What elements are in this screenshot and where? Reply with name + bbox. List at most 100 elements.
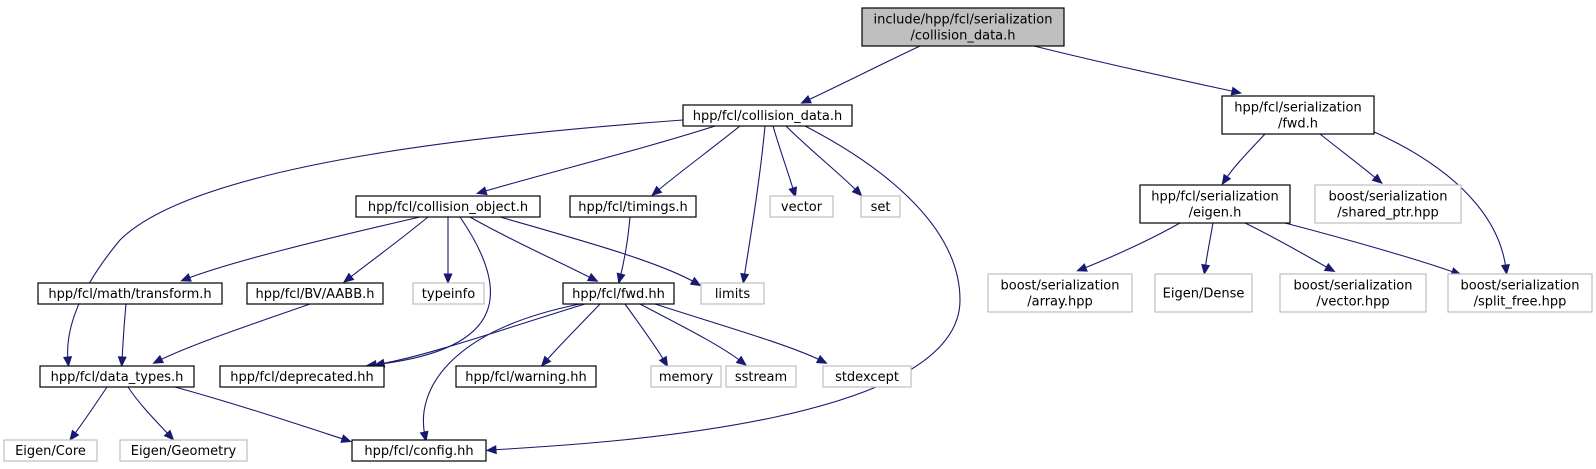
edge-ser_fwd-to-split_free (1369, 129, 1510, 276)
node-array: boost/serialization/array.hpp (987, 273, 1133, 313)
node-warning[interactable]: hpp/fcl/warning.hh (455, 365, 597, 388)
edge-collision_data-to-config (485, 125, 961, 455)
edge-arrowhead (1500, 263, 1510, 276)
node-box (219, 365, 385, 388)
edge-line (422, 303, 581, 437)
edge-line (654, 303, 823, 362)
node-box (987, 273, 1133, 313)
node-ser-fwd[interactable]: hpp/fcl/serialization/fwd.h (1221, 95, 1375, 135)
node-box (1447, 273, 1593, 313)
edge-collision_object-to-fwd (469, 216, 599, 282)
edge-data_types-to-eigen_geometry (127, 386, 175, 441)
edge-arrowhead (1076, 263, 1088, 272)
edge-arrowhead (1221, 173, 1232, 186)
node-label: /vector.hpp (1316, 295, 1389, 310)
node-box (700, 282, 765, 305)
node-box (822, 365, 912, 388)
edge-line (347, 216, 429, 280)
node-timings[interactable]: hpp/fcl/timings.h (569, 195, 697, 218)
node-box (861, 7, 1065, 47)
edge-arrowhead (340, 434, 352, 443)
node-label: /collision_data.h (910, 29, 1015, 44)
node-transform[interactable]: hpp/fcl/math/transform.h (37, 282, 223, 305)
node-label: vector (781, 200, 823, 215)
node-label: hpp/fcl/data_types.h (51, 370, 184, 385)
edge-arrowhead (616, 272, 626, 285)
node-ser-vector: boost/serialization/vector.hpp (1279, 273, 1427, 313)
node-label: /eigen.h (1189, 206, 1242, 221)
node-box (39, 365, 195, 388)
edge-collision_object-to-aabb (343, 216, 429, 283)
node-set: set (860, 195, 901, 218)
edge-fwd-to-deprecated (373, 303, 586, 368)
edge-line (743, 125, 766, 279)
node-shared-ptr: boost/serialization/shared_ptr.hpp (1314, 184, 1462, 224)
edge-arrowhead (1201, 263, 1211, 276)
edge-ser_eigen-to-ser_vector (1244, 222, 1336, 273)
node-label: boost/serialization (1328, 190, 1447, 205)
edge-line (121, 303, 127, 362)
edge-arrowhead (69, 429, 80, 442)
node-box (562, 282, 675, 305)
edge-line (1369, 129, 1507, 270)
edge-line (619, 216, 631, 279)
node-collision-data[interactable]: hpp/fcl/collision_data.h (682, 104, 853, 127)
edge-ser_fwd-to-ser_eigen (1221, 133, 1266, 186)
edge-line (481, 125, 716, 193)
node-label: boost/serialization (1000, 279, 1119, 294)
edge-arrowhead (117, 356, 127, 368)
edge-arrowhead (443, 273, 453, 285)
edge-arrowhead (815, 354, 828, 364)
edge-root-to-collision_data (800, 45, 921, 104)
node-deprecated[interactable]: hpp/fcl/deprecated.hh (219, 365, 385, 388)
node-data-types[interactable]: hpp/fcl/data_types.h (39, 365, 195, 388)
edge-arrowhead (658, 355, 669, 368)
node-config[interactable]: hpp/fcl/config.hh (351, 439, 487, 462)
node-root[interactable]: include/hpp/fcl/serialization/collision_… (861, 7, 1065, 47)
node-box (1154, 273, 1253, 313)
edge-arrowhead (788, 186, 798, 199)
node-label: stdexcept (835, 370, 899, 385)
node-box (351, 439, 487, 462)
node-label: hpp/fcl/warning.hh (465, 370, 587, 385)
node-label: include/hpp/fcl/serialization (874, 13, 1053, 28)
node-label: /split_free.hpp (1474, 295, 1567, 310)
node-label: Eigen/Dense (1163, 287, 1245, 302)
node-box (1314, 184, 1462, 224)
node-ser-eigen[interactable]: hpp/fcl/serialization/eigen.h (1139, 184, 1291, 224)
edge-data_types-to-config (174, 386, 352, 443)
node-label: hpp/fcl/math/transform.h (48, 287, 211, 302)
edge-arrowhead (419, 430, 429, 443)
node-label: hpp/fcl/collision_object.h (368, 200, 528, 215)
edge-root-to-ser_fwd (1033, 45, 1243, 96)
edge-arrowhead (689, 276, 702, 287)
node-label: hpp/fcl/fwd.hh (572, 287, 665, 302)
edge-line (624, 303, 666, 363)
nodes-layer: include/hpp/fcl/serialization/collision_… (3, 7, 1593, 462)
node-label: hpp/fcl/timings.h (578, 200, 687, 215)
node-fwd[interactable]: hpp/fcl/fwd.hh (562, 282, 675, 305)
edge-arrowhead (735, 355, 747, 366)
node-aabb[interactable]: hpp/fcl/BV/AABB.h (246, 282, 384, 305)
node-box (769, 195, 834, 218)
node-typeinfo: typeinfo (412, 282, 485, 305)
node-box (412, 282, 485, 305)
edge-line (1081, 222, 1181, 270)
edge-fwd-to-sstream (639, 303, 747, 366)
node-box (3, 439, 98, 462)
node-stdexcept: stdexcept (822, 365, 912, 388)
edge-line (805, 45, 921, 102)
edge-aabb-to-data_types (152, 303, 311, 364)
node-sstream: sstream (725, 365, 797, 388)
edge-line (1284, 222, 1457, 274)
node-vector: vector (769, 195, 834, 218)
node-collision-object[interactable]: hpp/fcl/collision_object.h (355, 195, 541, 218)
node-label: limits (715, 287, 751, 302)
edge-collision_data-to-data_types (63, 119, 684, 368)
edge-fwd-to-config (419, 303, 581, 443)
node-label: boost/serialization (1460, 279, 1579, 294)
node-label: Eigen/Core (15, 444, 86, 459)
node-label: hpp/fcl/config.hh (364, 444, 473, 459)
edge-line (1224, 133, 1266, 181)
